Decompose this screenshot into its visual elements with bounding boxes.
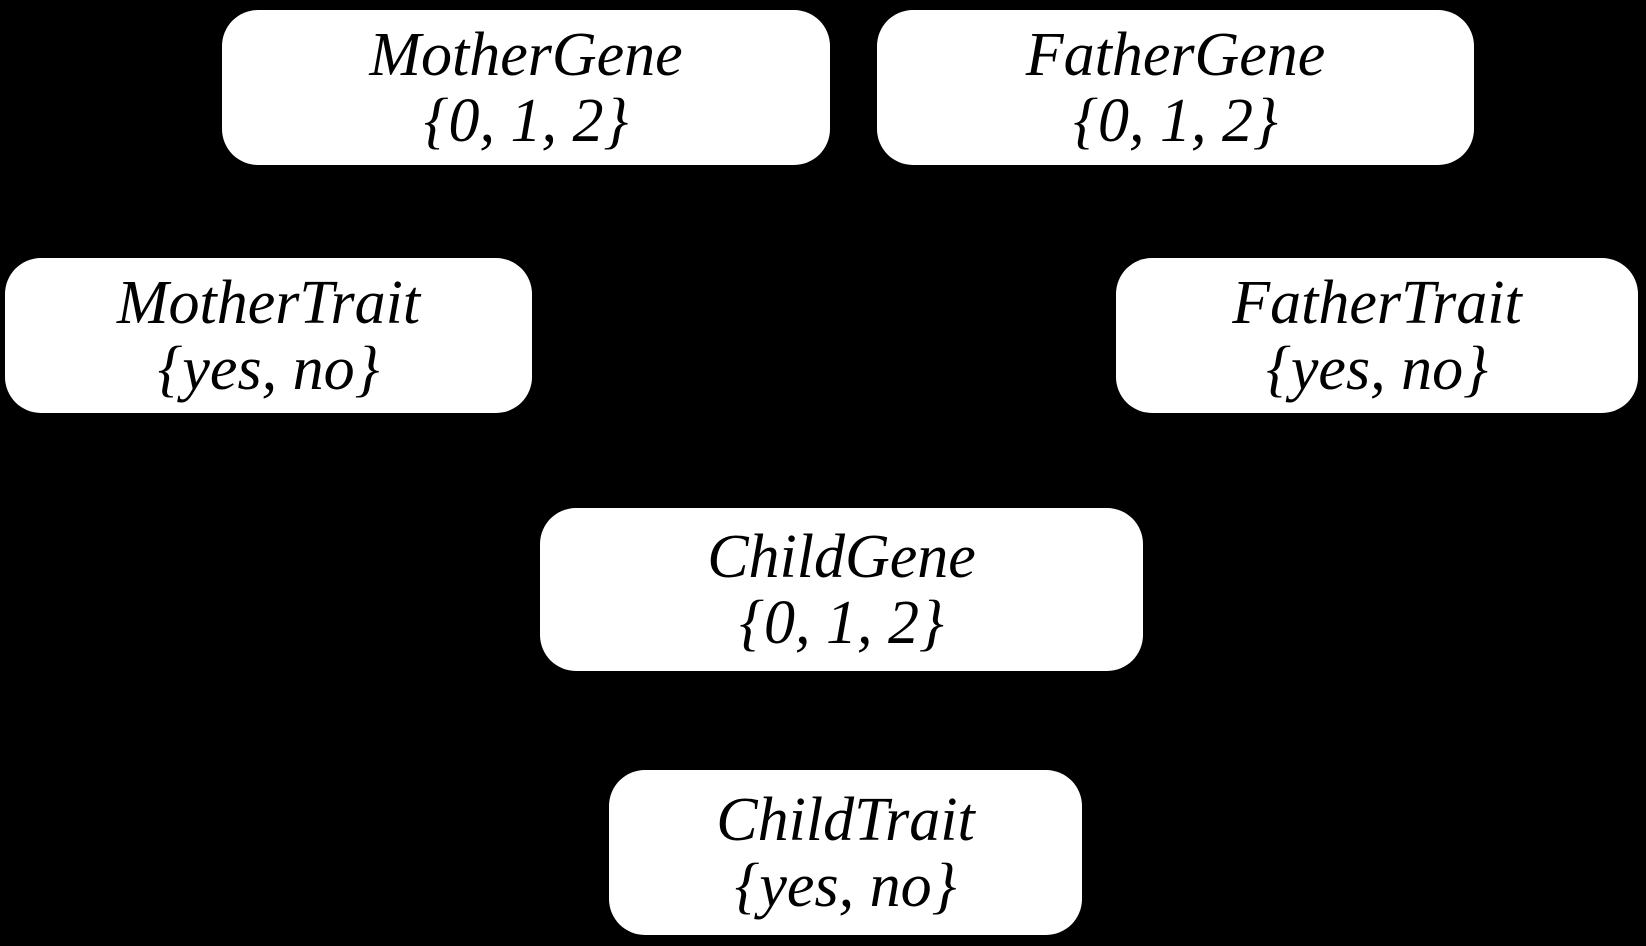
node-father-trait: FatherTrait {yes, no} [1116, 258, 1638, 413]
node-mother-trait-domain: {yes, no} [157, 334, 380, 403]
node-mother-gene: MotherGene {0, 1, 2} [222, 10, 830, 165]
node-child-gene-label: ChildGene [707, 522, 976, 591]
node-child-trait-domain: {yes, no} [734, 851, 957, 920]
node-mother-gene-label: MotherGene [369, 20, 683, 89]
node-mother-trait-label: MotherTrait [116, 268, 421, 337]
node-child-trait-label: ChildTrait [716, 785, 975, 854]
node-mother-gene-domain: {0, 1, 2} [423, 86, 629, 155]
node-father-gene: FatherGene {0, 1, 2} [877, 10, 1474, 165]
node-child-gene: ChildGene {0, 1, 2} [540, 508, 1143, 671]
node-child-gene-domain: {0, 1, 2} [739, 588, 944, 657]
node-father-gene-label: FatherGene [1025, 20, 1326, 89]
node-father-gene-domain: {0, 1, 2} [1073, 86, 1278, 155]
node-mother-trait: MotherTrait {yes, no} [5, 258, 532, 413]
node-father-trait-domain: {yes, no} [1266, 334, 1488, 403]
node-father-trait-label: FatherTrait [1232, 268, 1522, 337]
node-child-trait: ChildTrait {yes, no} [609, 770, 1082, 935]
